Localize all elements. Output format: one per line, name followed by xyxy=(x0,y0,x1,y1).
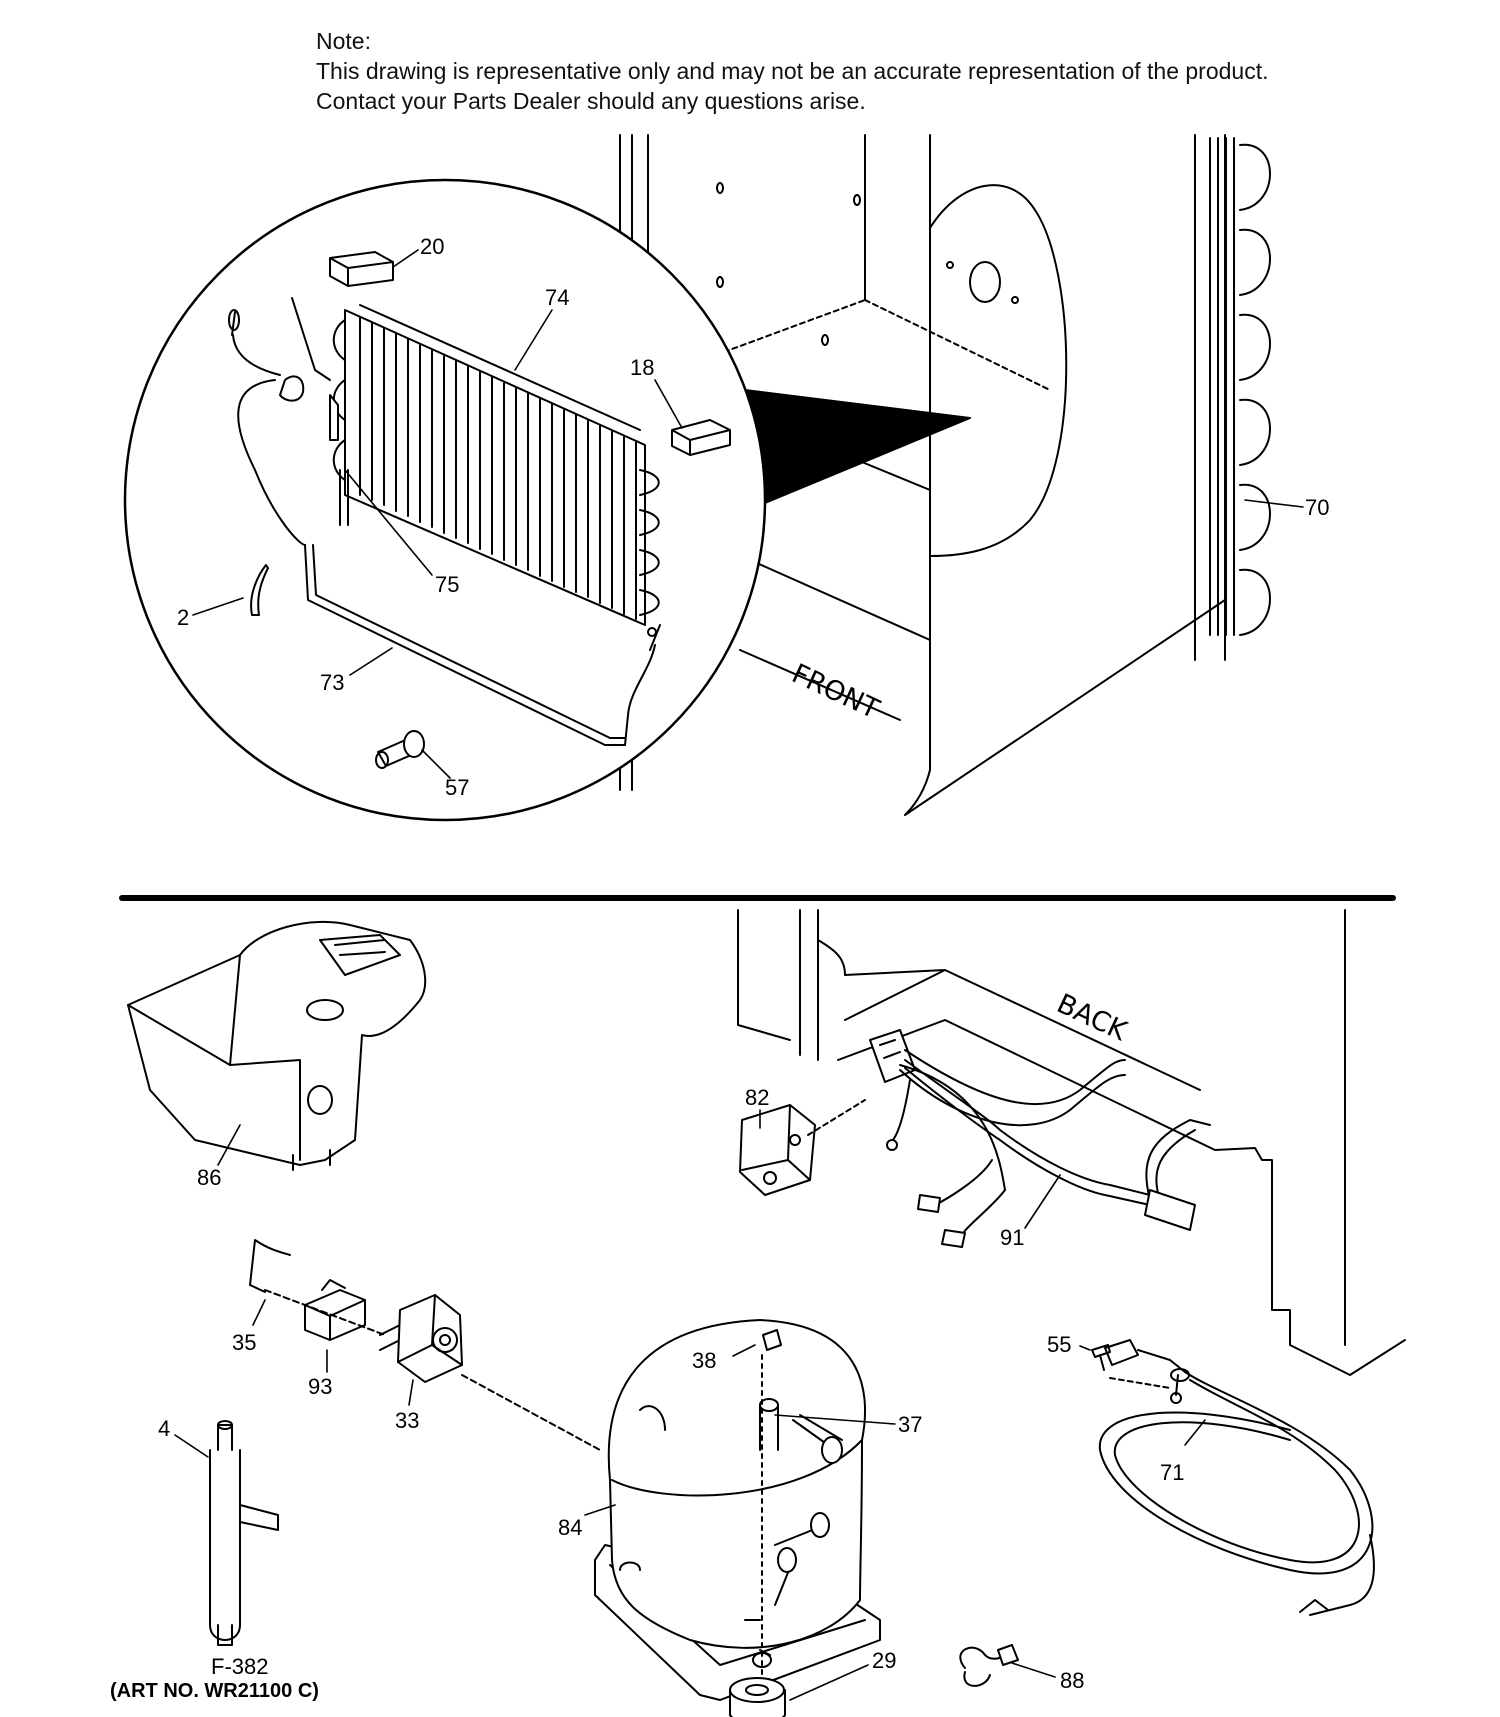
part-35-drawing xyxy=(249,1239,291,1293)
wire-harness-drawing xyxy=(869,1029,1211,1248)
note-block: Note: This drawing is representative onl… xyxy=(316,26,1269,116)
part-label-88: 88 xyxy=(1060,1668,1084,1693)
part-93-drawing xyxy=(304,1279,366,1341)
part-label-73: 73 xyxy=(320,670,344,695)
part-labels: 20 74 18 70 75 2 73 57 86 82 91 35 93 33… xyxy=(158,234,1329,1693)
ice-maker-drawing xyxy=(127,920,427,1171)
part-label-55: 55 xyxy=(1047,1332,1071,1357)
part-label-86: 86 xyxy=(197,1165,221,1190)
part-20-drawing xyxy=(329,251,394,287)
part-82-drawing xyxy=(739,1099,866,1196)
part-label-4: 4 xyxy=(158,1416,170,1441)
note-line-2: Contact your Parts Dealer should any que… xyxy=(316,88,866,114)
part-label-91: 91 xyxy=(1000,1225,1024,1250)
part-label-84: 84 xyxy=(558,1515,582,1540)
defrost-thermostat-drawing xyxy=(228,297,331,546)
condenser-coil-drawing xyxy=(1209,137,1271,636)
power-cord-drawing xyxy=(1098,1339,1375,1616)
part-label-29: 29 xyxy=(872,1648,896,1673)
part-label-2: 2 xyxy=(177,605,189,630)
part-label-71: 71 xyxy=(1160,1460,1184,1485)
part-4-drawing xyxy=(209,1420,279,1646)
part-label-93: 93 xyxy=(308,1374,332,1399)
part-label-35: 35 xyxy=(232,1330,256,1355)
part-label-75: 75 xyxy=(435,572,459,597)
note-line-1: This drawing is representative only and … xyxy=(316,58,1269,84)
part-label-33: 33 xyxy=(395,1408,419,1433)
detail-pointer xyxy=(744,389,971,506)
part-label-18: 18 xyxy=(630,355,654,380)
drain-trough-drawing xyxy=(304,544,661,746)
leader-lines-bottom xyxy=(174,1109,1206,1701)
part-29-drawing xyxy=(729,1677,786,1717)
part-label-74: 74 xyxy=(545,285,569,310)
part-2-drawing xyxy=(250,564,269,616)
part-label-70: 70 xyxy=(1305,495,1329,520)
back-cabinet-drawing xyxy=(737,909,1406,1376)
part-55-drawing xyxy=(1091,1344,1111,1371)
part-label-57: 57 xyxy=(445,775,469,800)
leader-lines-top xyxy=(192,249,1304,779)
front-label: FRONT xyxy=(787,658,884,725)
part-label-20: 20 xyxy=(420,234,444,259)
note-heading: Note: xyxy=(316,28,371,54)
part-33-drawing xyxy=(264,1289,601,1451)
evaporator-drawing xyxy=(329,304,660,626)
part-88-drawing xyxy=(959,1644,1019,1687)
part-label-38: 38 xyxy=(692,1348,716,1373)
compressor-drawing xyxy=(594,1319,881,1701)
part-label-37: 37 xyxy=(898,1412,922,1437)
part-label-82: 82 xyxy=(745,1085,769,1110)
part-18-drawing xyxy=(671,419,731,456)
drawing-code: F-382 xyxy=(211,1654,269,1679)
part-57-drawing xyxy=(375,730,425,769)
art-number: (ART NO. WR21100 C) xyxy=(110,1680,319,1702)
